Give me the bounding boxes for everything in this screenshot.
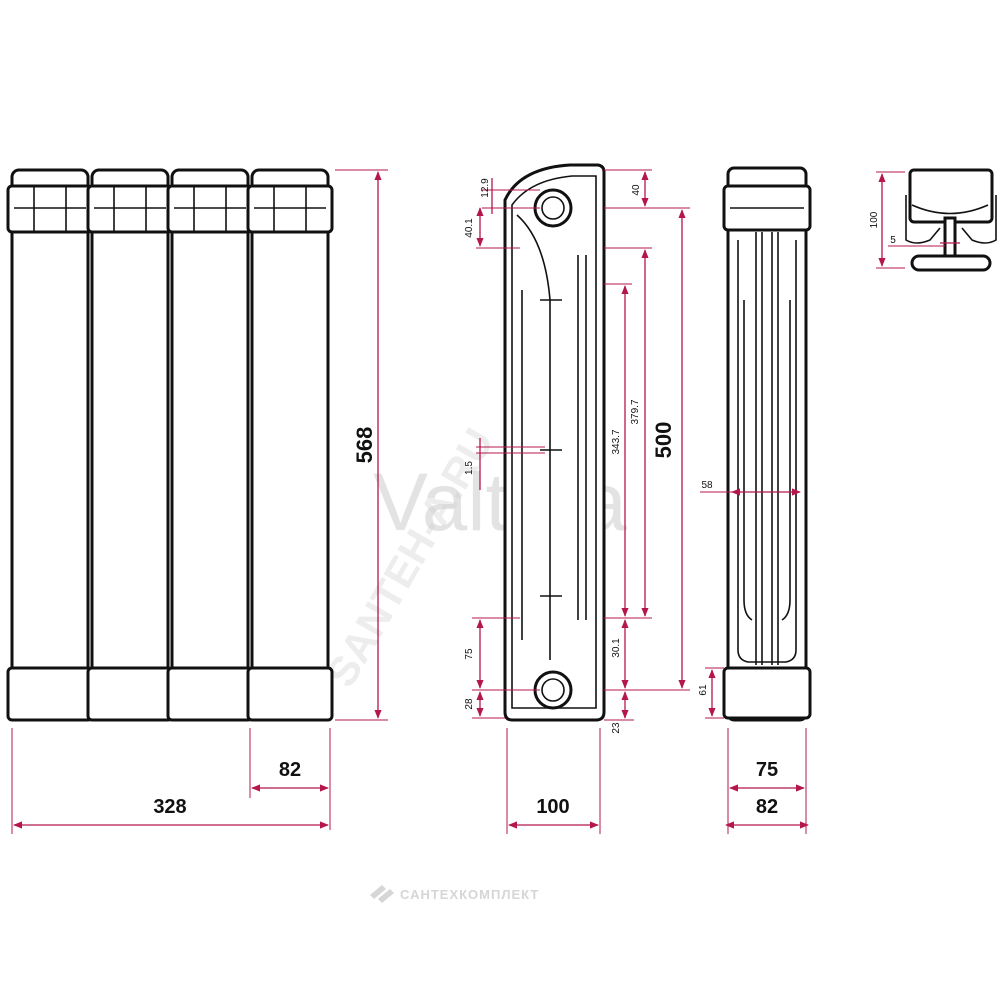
- front-view: 568 82 328: [6, 168, 388, 834]
- bottom-gap-label: 23: [611, 722, 622, 734]
- footer-brand: САНТЕХКОМПЛЕКТ: [370, 885, 539, 903]
- fin-gap-label: 1.5: [464, 461, 475, 475]
- inner-width-label: 58: [701, 480, 713, 491]
- dimension-inner-width: 58: [700, 480, 801, 496]
- top-view: 100 5: [869, 168, 997, 272]
- lower-axis-label: 30.1: [611, 638, 622, 658]
- dimension-top-height: 100: [869, 171, 905, 269]
- axis-offset-top-label: 40: [631, 184, 642, 196]
- top-offset-label: 40.1: [464, 218, 475, 238]
- section-width-label: 82: [279, 759, 301, 781]
- dimension-inner-height-b: 379.7: [604, 247, 652, 619]
- dimension-outer-depth: 82: [725, 796, 809, 829]
- top-to-axis-label: 12.9: [480, 178, 491, 198]
- side-view: 12.9 40.1 1.5 75 28 40: [464, 163, 690, 834]
- dimension-top-offset: 40.1: [464, 207, 520, 249]
- height-label: 568: [352, 427, 377, 464]
- dimension-section-width: 82: [249, 728, 331, 830]
- dimension-inner-height-a: 343.7: [604, 283, 632, 617]
- depth-label: 100: [536, 796, 569, 818]
- bottom-offset-label: 28: [464, 698, 475, 710]
- radiator-section-2: [86, 168, 174, 722]
- inner-height-a-label: 343.7: [611, 429, 622, 454]
- bottom-height-label: 61: [698, 684, 709, 696]
- back-view: 58 61 75 82: [698, 166, 812, 834]
- dimension-height: 568: [335, 169, 388, 721]
- dimension-lower-axis: 30.1: [611, 619, 629, 689]
- footer-logo-icon: [370, 885, 394, 903]
- dimension-depth: 100: [506, 728, 601, 834]
- dimension-bottom-height: 61: [698, 667, 724, 719]
- radiator-section-4: [246, 168, 334, 722]
- radiator-section-3: [166, 168, 254, 722]
- top-height-label: 100: [869, 211, 880, 228]
- dimension-lower-offset: 75: [464, 617, 540, 691]
- inner-depth-label: 75: [756, 759, 778, 781]
- footer-text: САНТЕХКОМПЛЕКТ: [400, 887, 539, 902]
- radiator-section-1: [6, 168, 94, 722]
- dimension-fin-gap: 1.5: [464, 438, 545, 490]
- center-distance-label: 500: [651, 422, 676, 459]
- outer-depth-label: 82: [756, 796, 778, 818]
- dimension-center-distance: 500: [604, 209, 690, 691]
- inner-height-b-label: 379.7: [630, 399, 641, 424]
- lower-offset-label: 75: [464, 648, 475, 660]
- dimension-bottom-offset: 28: [464, 691, 505, 719]
- dimension-bottom-gap: 23: [604, 691, 634, 734]
- dimension-inner-depth: 75: [727, 728, 807, 834]
- dimension-top-to-axis: 12.9: [480, 178, 540, 214]
- total-width-label: 328: [153, 796, 186, 818]
- dimension-base-thickness: 5: [888, 235, 960, 247]
- dimension-axis-offset-top: 40: [604, 169, 690, 209]
- dimension-total-width: 328: [11, 728, 329, 834]
- base-thickness-label: 5: [890, 235, 896, 246]
